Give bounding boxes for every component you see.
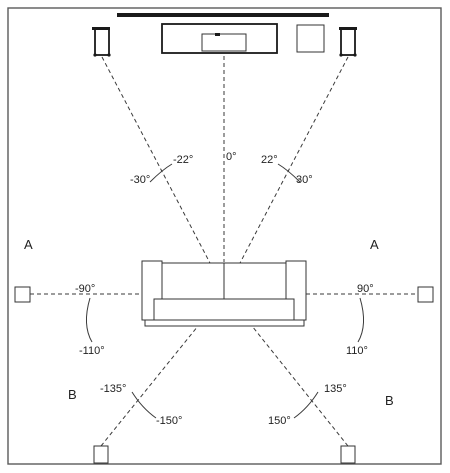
zone-b-right-label: B <box>385 393 394 408</box>
sofa <box>141 260 307 327</box>
left-rear-speaker-icon <box>93 445 109 464</box>
front-left-outer-label: -30° <box>130 174 150 186</box>
front-right-inner-label: 22° <box>261 154 278 166</box>
zone-b-left-label: B <box>68 387 77 402</box>
left-side-speaker-icon <box>14 286 31 303</box>
zone-a-left-label: A <box>24 237 33 252</box>
front-right-speaker-icon <box>339 27 357 57</box>
front-right-outer-label: 30° <box>296 174 313 186</box>
display-screen <box>117 13 329 17</box>
right-rear-speaker-icon <box>340 445 356 464</box>
center-speaker-tweeter-icon <box>215 33 220 36</box>
center-angle-label: 0° <box>226 151 237 163</box>
left-side-rear-angle-label: -110° <box>79 345 105 357</box>
left-rear-arc <box>131 391 157 419</box>
front-left-arc <box>149 163 173 183</box>
right-rear-arc <box>293 391 319 419</box>
front-right-arc <box>277 163 301 183</box>
right-rear-outer-label: 150° <box>268 415 291 427</box>
right-rear-inner-label: 135° <box>324 383 347 395</box>
right-rear-line <box>251 325 349 447</box>
front-left-line <box>101 56 211 264</box>
left-rear-inner-label: -135° <box>100 383 126 395</box>
center-speaker-icon <box>201 33 247 52</box>
left-side-angle-label: -90° <box>75 283 95 295</box>
right-side-angle-label: 90° <box>357 283 374 295</box>
sofa-base <box>144 319 305 327</box>
tv-cabinet <box>161 23 278 54</box>
zone-a-right-label: A <box>370 237 379 252</box>
right-side-speaker-icon <box>417 286 434 303</box>
front-right-line <box>239 56 349 264</box>
room-outline <box>7 7 442 465</box>
left-side-arc <box>86 297 93 343</box>
right-side-rear-angle-label: 110° <box>346 345 368 357</box>
front-left-speaker-icon <box>92 27 111 57</box>
left-rear-line <box>100 325 199 447</box>
right-side-arc <box>357 297 364 343</box>
front-left-inner-label: -22° <box>173 154 193 166</box>
left-rear-outer-label: -150° <box>156 415 182 427</box>
subwoofer-icon <box>296 24 325 53</box>
sofa-seat <box>153 298 295 321</box>
